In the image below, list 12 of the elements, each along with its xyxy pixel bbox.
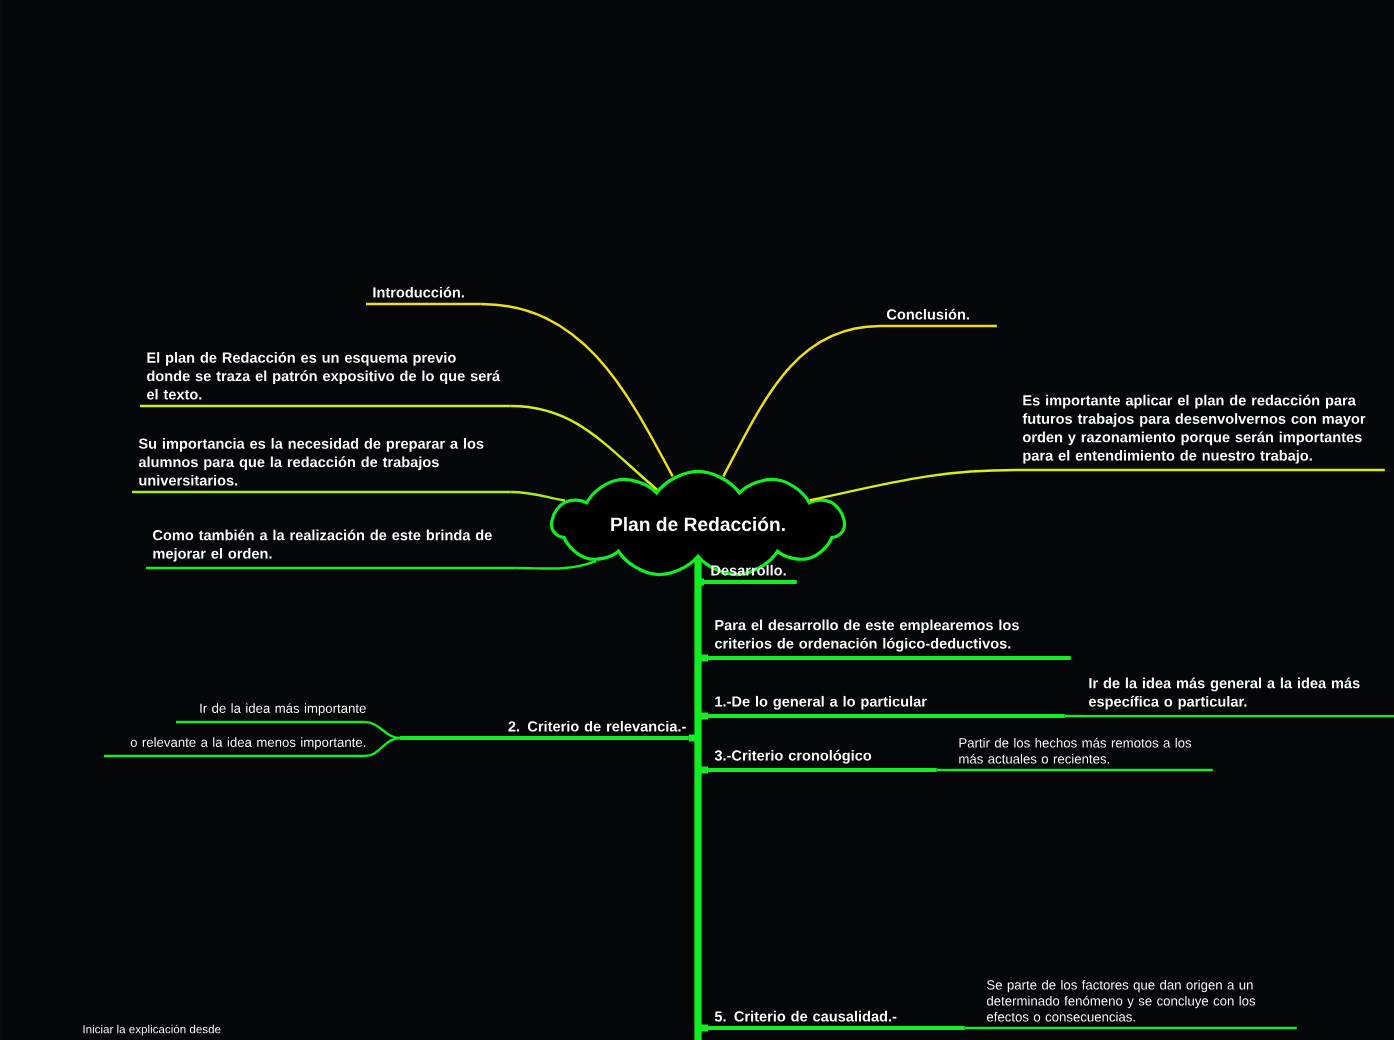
- trunk-line: [685, 555, 712, 1040]
- branch-line: [510, 490, 566, 502]
- branch-line: [510, 404, 658, 491]
- branch-line: [964, 1026, 980, 1030]
- branch-line: [516, 559, 597, 570]
- branch-line: [1064, 714, 1082, 718]
- branch-line: [809, 468, 1016, 502]
- branch-line: [364, 736, 401, 758]
- branch-line: [480, 302, 674, 477]
- branch-line: [364, 720, 401, 740]
- branch-line: [936, 768, 952, 772]
- branch-line: [722, 324, 881, 477]
